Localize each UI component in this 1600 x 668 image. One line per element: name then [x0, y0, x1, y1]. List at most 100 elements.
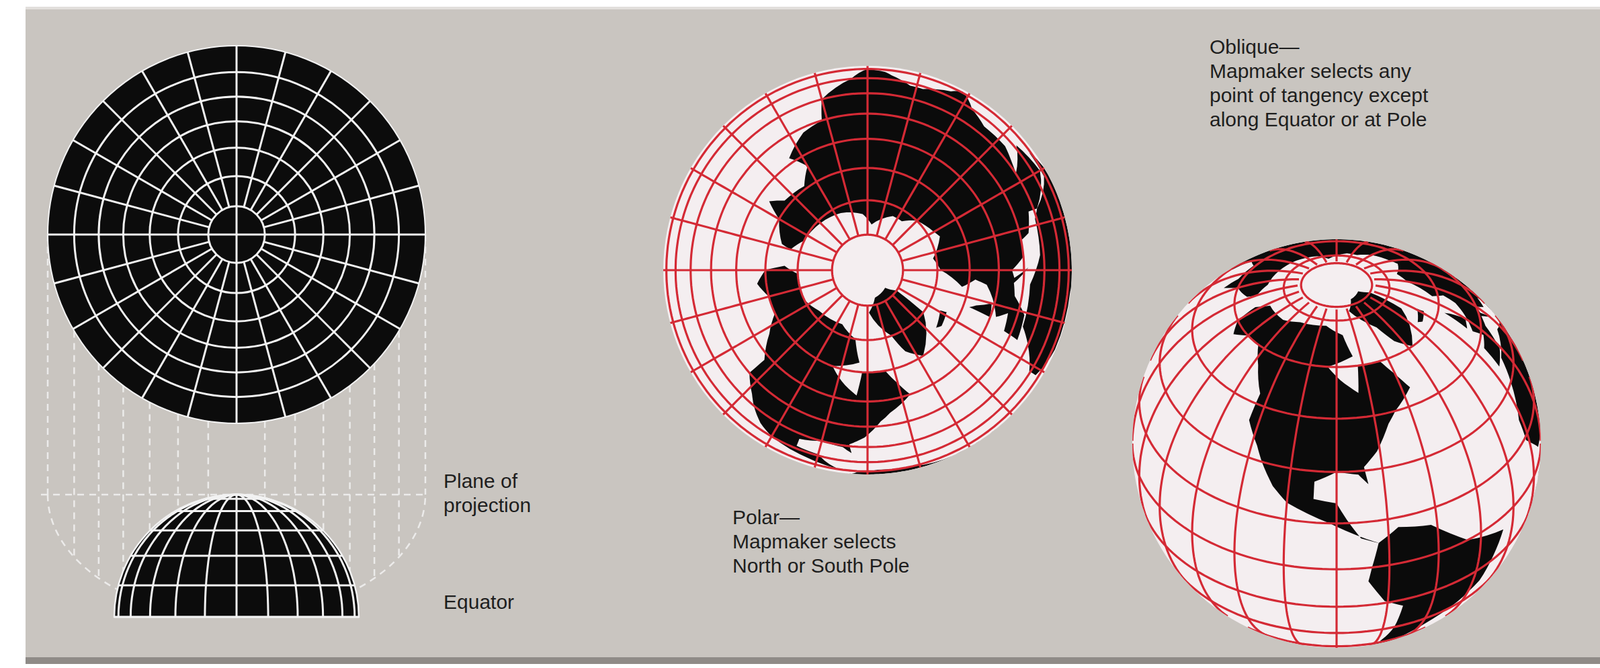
- graticule-line: [1132, 285, 1298, 441]
- projection-ray: [373, 363, 376, 578]
- graticule-line: [1283, 308, 1327, 646]
- plane-label: Plane of projection: [443, 469, 592, 518]
- graticule-line: [901, 279, 1066, 324]
- projection-ray: [348, 385, 351, 593]
- grid-radial: [236, 233, 426, 236]
- grid-radial: [54, 241, 210, 284]
- graticule-line: [866, 305, 869, 475]
- graticule-line: [876, 73, 921, 237]
- hemisphere-meridian: [204, 494, 237, 617]
- landmass: [1444, 313, 1468, 330]
- graticule-line: [1346, 241, 1369, 263]
- graticule-line: [1335, 309, 1338, 648]
- projection-ray: [98, 363, 101, 578]
- grid-radial: [47, 233, 237, 236]
- panel-edge: [25, 6, 1600, 10]
- graticule-line: [1234, 306, 1318, 636]
- graticule-line: [670, 217, 834, 261]
- hemisphere-meridian: [130, 494, 237, 617]
- graticule-line: [892, 125, 1013, 246]
- polar-note: Mapmaker selects North or South Pole: [732, 529, 935, 578]
- projection-ray: [397, 330, 400, 557]
- graticule-line: [669, 279, 834, 324]
- plane-projection-figure: [40, 45, 426, 617]
- plane-outline: [47, 494, 426, 617]
- graticule-line: [1374, 279, 1524, 361]
- globe-disk: [663, 65, 1072, 475]
- panel-shadow: [25, 657, 1600, 664]
- hemisphere-meridian: [149, 494, 237, 617]
- graticule-line: [723, 295, 843, 415]
- graticule-line: [1335, 239, 1338, 262]
- oblique-note: Mapmaker selects any point of tangency e…: [1209, 59, 1432, 132]
- hemisphere-meridian: [175, 494, 237, 617]
- projection-ray: [73, 330, 76, 557]
- graticule-line: [892, 295, 1013, 415]
- projection-ray: [47, 234, 50, 495]
- graticule-line: [903, 268, 1072, 271]
- graticule-line: [1346, 308, 1390, 646]
- hemisphere-meridian: [236, 494, 298, 617]
- graticule-line: [885, 93, 970, 240]
- graticule-line: [831, 234, 904, 306]
- graticule-line: [1139, 291, 1299, 522]
- graticule-line: [1364, 302, 1482, 617]
- panel-ground: [25, 9, 1600, 659]
- equator-line: [114, 616, 359, 619]
- graticule-line: [901, 217, 1066, 261]
- hemisphere-meridian: [236, 494, 324, 617]
- projected-disk: [47, 45, 426, 424]
- grid-radial: [102, 254, 217, 369]
- graticule-line: [1356, 249, 1404, 265]
- grid-radial: [250, 71, 331, 211]
- grid-radial: [142, 259, 223, 399]
- graticule-line: [876, 304, 921, 468]
- oblique-heading: Oblique—: [1209, 34, 1299, 60]
- grid-radial: [235, 45, 238, 235]
- graticule-line: [1149, 279, 1299, 361]
- globe-content: [1132, 239, 1541, 648]
- graticule-line: [723, 125, 843, 246]
- projection-ray: [122, 385, 125, 593]
- grid-radial: [261, 248, 401, 329]
- globe-content: [663, 65, 1072, 475]
- landmass: [969, 303, 992, 318]
- graticule-line: [765, 301, 851, 448]
- grid-radial: [73, 140, 213, 221]
- grid-radial: [264, 185, 420, 228]
- graticule-line: [866, 65, 869, 235]
- hemisphere: [114, 494, 359, 617]
- graticule-line: [1231, 259, 1310, 269]
- graticule-line: [898, 287, 1045, 373]
- hemisphere-meridian: [118, 494, 237, 617]
- hemisphere-meridian: [236, 494, 343, 617]
- landmass: [769, 69, 1042, 341]
- graticule-line: [1188, 270, 1303, 304]
- polar-globe: [663, 65, 1072, 475]
- graticule-line: [1375, 285, 1541, 441]
- oblique-globe: [1132, 239, 1541, 648]
- landmass: [846, 426, 999, 475]
- graticule-line: [1374, 291, 1535, 522]
- graticule-line: [690, 167, 837, 253]
- graticule-line: [814, 304, 859, 468]
- grid-radial: [187, 52, 230, 208]
- disk-grid: [47, 45, 426, 424]
- grid-radial: [235, 234, 238, 424]
- equator-label: Equator: [443, 590, 515, 615]
- graticule-line: [1364, 259, 1443, 269]
- graticule-line: [1370, 270, 1486, 304]
- grid-radial: [256, 100, 371, 215]
- hemisphere-meridian: [235, 494, 238, 617]
- hemisphere-meridian: [236, 494, 269, 617]
- hemisphere-meridian: [236, 494, 355, 617]
- graticule-line: [663, 268, 832, 271]
- polar-heading: Polar—: [732, 505, 800, 530]
- graticule-line: [814, 73, 859, 237]
- projection-ray: [424, 234, 427, 495]
- landmass: [1233, 305, 1411, 543]
- globe-disk: [1132, 239, 1541, 648]
- graticule-line: [1356, 306, 1439, 636]
- grid-radial: [243, 262, 286, 418]
